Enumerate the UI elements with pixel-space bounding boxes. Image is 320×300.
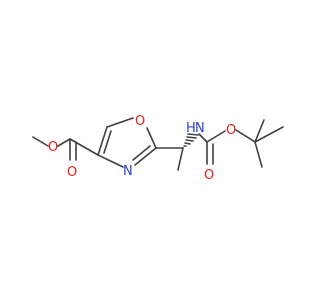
atom-ester-carbonyl-oxygen: O (67, 165, 77, 180)
bond-ring-c4-c5-double (103, 130, 112, 154)
bond-ring-c2-n3-double (132, 145, 151, 161)
atom-carbamate-hydrogen: H (186, 121, 196, 136)
molecule-structure-canvas: O O O N H N O O (32, 114, 284, 183)
bond-ring-c5-o1 (106, 117, 134, 128)
bond-oxygen-tbutyl (235, 129, 256, 143)
bond-tbutyl-methyl-top (254, 119, 265, 143)
bond-carbamate-ether-oxygen (206, 130, 226, 143)
hashed-wedge-bond (183, 133, 199, 147)
atom-ester-ether-oxygen: O (48, 140, 58, 155)
bond-tbutyl-methyl-right (254, 126, 284, 143)
bond-ester-carbon-ring (69, 138, 99, 156)
atom-carbamate-carbonyl-oxygen: O (204, 168, 214, 183)
atom-ring-oxygen: O (135, 114, 145, 129)
bond-methyl-oxygen (32, 136, 49, 147)
bond-tbutyl-methyl-bottom (254, 141, 263, 168)
atom-ring-nitrogen: N (123, 164, 133, 179)
bond-ring-o1-c2 (146, 127, 157, 149)
bond-ring-c2-n3 (134, 147, 157, 166)
bond-ring-n3-c4 (97, 154, 124, 168)
atom-carbamate-nitrogen: N (195, 121, 205, 136)
molecule-structure: O O O N H N O O (32, 114, 284, 183)
bond-nh-carbamate-carbon (198, 133, 208, 143)
bond-chiral-methyl (177, 147, 184, 171)
atom-carbamate-ether-oxygen: O (226, 123, 236, 138)
bond-oxygen-ester-carbon (57, 138, 71, 147)
bond-ring-c4-c5 (97, 126, 108, 156)
